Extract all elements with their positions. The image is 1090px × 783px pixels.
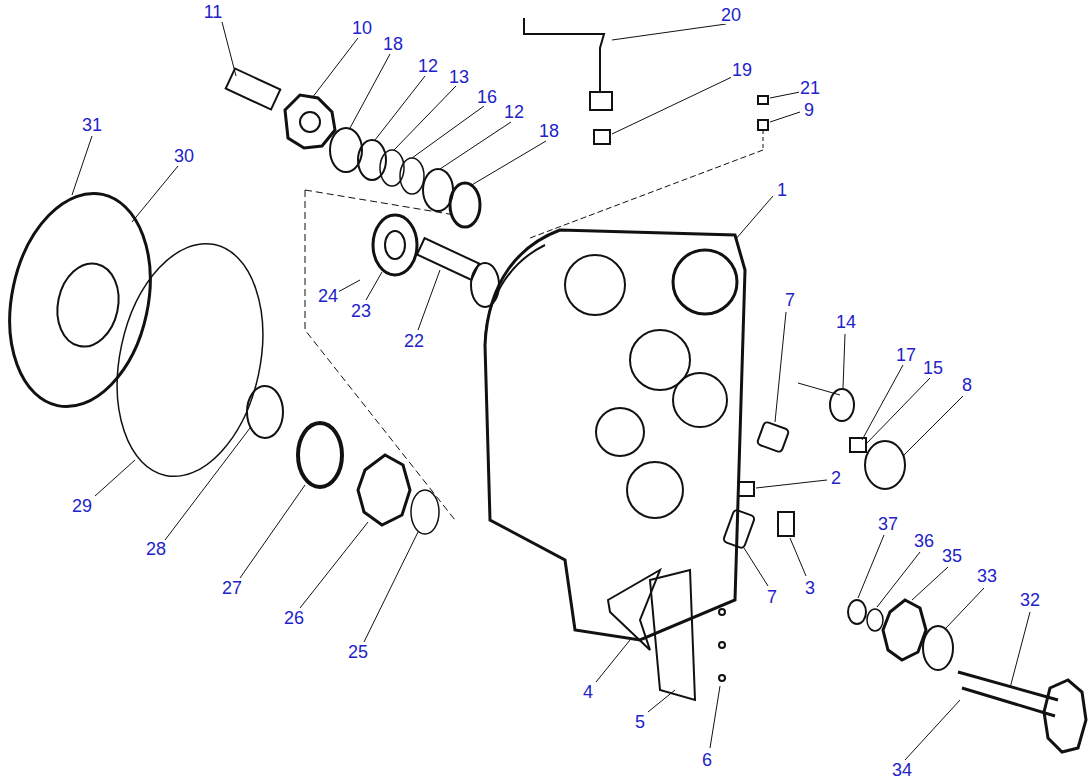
callout-number: 12	[503, 103, 525, 121]
callout-number: 1	[776, 181, 788, 199]
callout-number: 18	[538, 122, 560, 140]
callout-number: 37	[877, 515, 899, 533]
callout-number: 30	[173, 147, 195, 165]
callout-number: 7	[766, 588, 778, 606]
callout-number: 35	[941, 547, 963, 565]
callout-number: 33	[976, 567, 998, 585]
callout-number: 15	[922, 359, 944, 377]
callout-number: 27	[221, 579, 243, 597]
callout-number: 13	[448, 68, 470, 86]
callout-number: 24	[317, 287, 339, 305]
callout-number: 28	[145, 540, 167, 558]
callout-number: 4	[582, 683, 594, 701]
callout-number: 29	[71, 497, 93, 515]
callout-number: 34	[891, 761, 913, 779]
callout-number: 18	[382, 35, 404, 53]
callout-number: 21	[799, 79, 821, 97]
callout-number: 19	[731, 61, 753, 79]
callout-number: 17	[895, 346, 917, 364]
callout-number: 8	[961, 376, 973, 394]
callout-number: 11	[203, 3, 224, 21]
callout-number: 2	[830, 469, 842, 487]
callout-number: 3	[804, 579, 816, 597]
callout-number: 31	[81, 116, 103, 134]
callout-number: 20	[720, 6, 742, 24]
callout-number: 22	[403, 332, 425, 350]
callout-number: 23	[350, 302, 372, 320]
callout-number: 25	[347, 643, 369, 661]
callout-number: 12	[417, 57, 439, 75]
callout-number: 14	[835, 313, 857, 331]
callout-number: 9	[803, 101, 815, 119]
callout-number: 5	[634, 713, 646, 731]
callout-number: 6	[701, 751, 713, 769]
callout-number: 26	[283, 609, 305, 627]
callout-number: 32	[1019, 591, 1041, 609]
callout-number: 16	[476, 88, 498, 106]
callout-number: 10	[351, 19, 373, 37]
callout-number: 36	[913, 532, 935, 550]
callout-number: 7	[784, 291, 796, 309]
